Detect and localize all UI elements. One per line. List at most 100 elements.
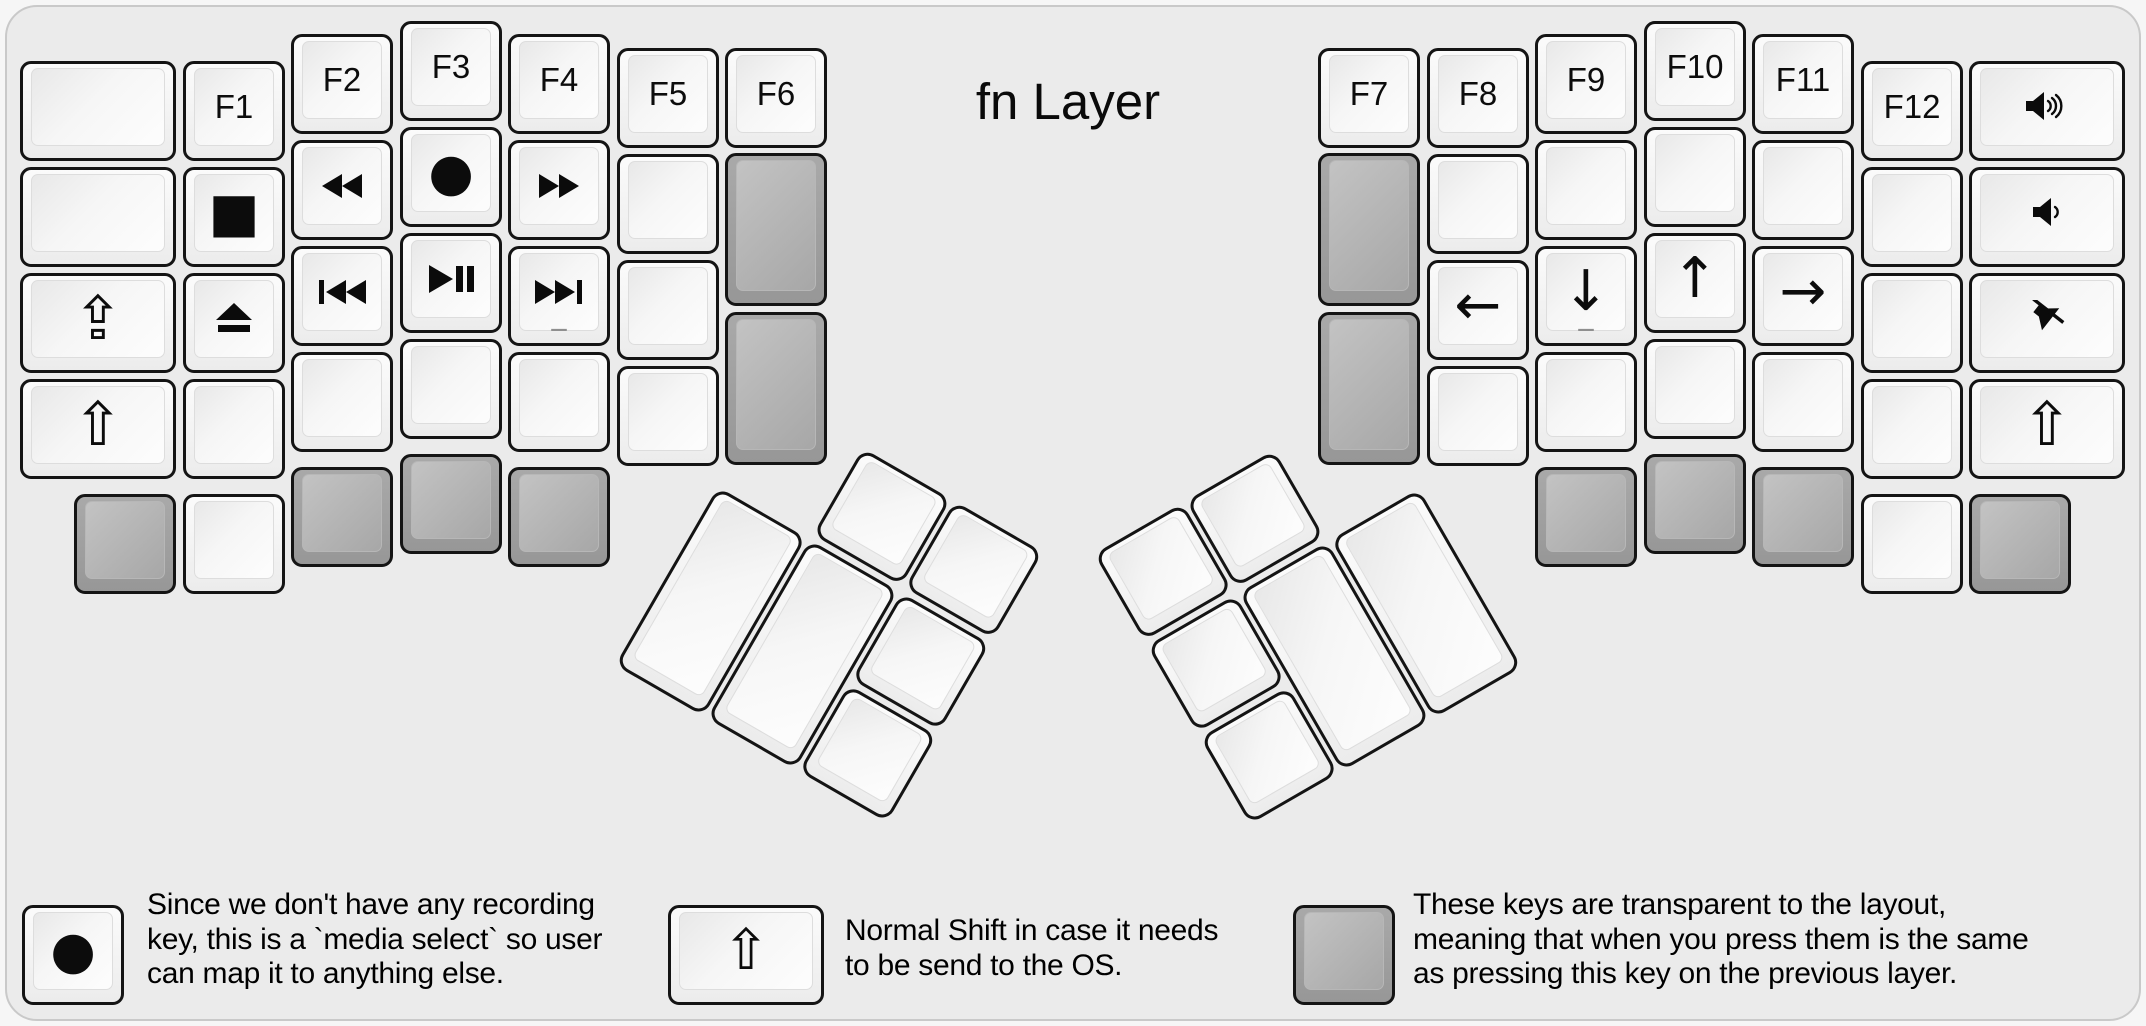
keycap	[628, 161, 708, 239]
keycap	[1872, 501, 1952, 579]
keycap	[1438, 373, 1518, 451]
key-arrow-down: ↓_	[1535, 246, 1637, 346]
keycap: ↑	[1655, 240, 1735, 318]
ff-icon	[536, 169, 582, 203]
key-transparent	[400, 454, 502, 554]
keycap	[519, 359, 599, 437]
next-icon	[533, 275, 585, 309]
keycap: F12	[1872, 68, 1952, 146]
key-blank	[1861, 167, 1963, 267]
keycap	[1655, 461, 1735, 539]
key-blank	[20, 167, 176, 267]
key-media-select-record: ●	[22, 905, 124, 1005]
key-transparent	[1752, 467, 1854, 567]
key-label: F6	[756, 75, 796, 112]
keycap	[1304, 912, 1384, 990]
keycap	[85, 501, 165, 579]
key-blank	[617, 154, 719, 254]
keycap: ⇪	[31, 280, 165, 358]
legend-line: to be send to the OS.	[845, 948, 1123, 982]
key-f3: F3	[400, 21, 502, 121]
key-transparent	[508, 467, 610, 567]
key-f1: F1	[183, 61, 285, 161]
keycap	[1655, 134, 1735, 212]
key-transparent	[725, 153, 827, 306]
keycap	[1980, 174, 2114, 252]
key-volume-up	[1969, 61, 2125, 161]
keycap: _	[519, 253, 599, 332]
keycap: F11	[1763, 41, 1843, 119]
keycap	[194, 386, 274, 464]
prev-icon	[316, 275, 368, 309]
key-next-track: _	[508, 246, 610, 346]
key-arrow-right: →	[1752, 246, 1854, 346]
keycap	[31, 68, 165, 146]
keycap	[302, 359, 382, 437]
shift-icon: ⇧	[722, 918, 770, 983]
media-select-record-icon: ●	[50, 921, 96, 981]
caps-lock-icon: ⇪	[72, 284, 124, 354]
key-blank	[1427, 366, 1529, 466]
legend-line: Normal Shift in case it needs	[845, 914, 1219, 947]
key-label: F1	[214, 88, 254, 125]
key-label: F7	[1349, 75, 1389, 112]
layer-title: fn Layer	[975, 73, 1161, 130]
key-blank	[617, 260, 719, 360]
keycap	[302, 474, 382, 552]
key-media-select-record: ●	[400, 127, 502, 227]
keycap: F4	[519, 41, 599, 119]
key-transparent	[1293, 905, 1395, 1005]
key-shift: ⇧	[1969, 379, 2125, 479]
key-transparent	[1318, 312, 1420, 465]
key-blank	[508, 352, 610, 452]
voldown-icon	[2023, 195, 2071, 231]
key-transparent	[74, 494, 176, 594]
keycap: ⇧	[31, 386, 165, 464]
keycap	[1872, 280, 1952, 358]
keycap	[31, 174, 165, 252]
key-transparent	[1644, 454, 1746, 554]
key-caps-lock: ⇪	[20, 273, 176, 373]
legend-line: as pressing this key on the previous lay…	[1413, 957, 1958, 990]
legend-line: Since we don't have any recording	[147, 888, 595, 921]
key-play-pause	[400, 233, 502, 333]
key-mute	[1969, 273, 2125, 373]
keycap: ↓_	[1546, 253, 1626, 332]
keycap: F7	[1329, 55, 1409, 133]
key-blank	[1861, 273, 1963, 373]
key-transparent	[1535, 467, 1637, 567]
keycap	[1107, 514, 1216, 623]
key-prev-track	[291, 246, 393, 346]
sub-legend-mark: _	[1578, 297, 1594, 332]
legend-text-3: These keys are transparent to the layout…	[1413, 888, 2029, 992]
keycap: F10	[1655, 28, 1735, 106]
arrow-down-icon: ↓	[1562, 259, 1610, 324]
keycap	[1213, 698, 1322, 806]
key-arrow-left: ←	[1427, 260, 1529, 360]
keycap	[519, 147, 599, 225]
keycap	[736, 319, 816, 450]
keycap	[1329, 160, 1409, 291]
keycap	[1980, 501, 2060, 579]
key-blank	[183, 379, 285, 479]
key-transparent	[1318, 153, 1420, 306]
key-transparent	[1969, 494, 2071, 594]
keycap	[736, 160, 816, 291]
key-label: F2	[322, 61, 362, 98]
keycap	[1438, 161, 1518, 239]
key-f8: F8	[1427, 48, 1529, 148]
legend-line: These keys are transparent to the layout…	[1413, 888, 1947, 921]
arrow-up-icon: ↑	[1671, 246, 1719, 311]
key-stop: ■	[183, 167, 285, 267]
key-f7: F7	[1318, 48, 1420, 148]
keycap	[411, 240, 491, 318]
mute-icon	[2023, 300, 2071, 338]
key-f9: F9	[1535, 34, 1637, 134]
keycap: →	[1763, 253, 1843, 331]
arrow-left-icon: ←	[1454, 273, 1502, 338]
legend-line: meaning that when you press them is the …	[1413, 922, 2029, 956]
key-blank	[1644, 127, 1746, 227]
key-blank	[1861, 379, 1963, 479]
